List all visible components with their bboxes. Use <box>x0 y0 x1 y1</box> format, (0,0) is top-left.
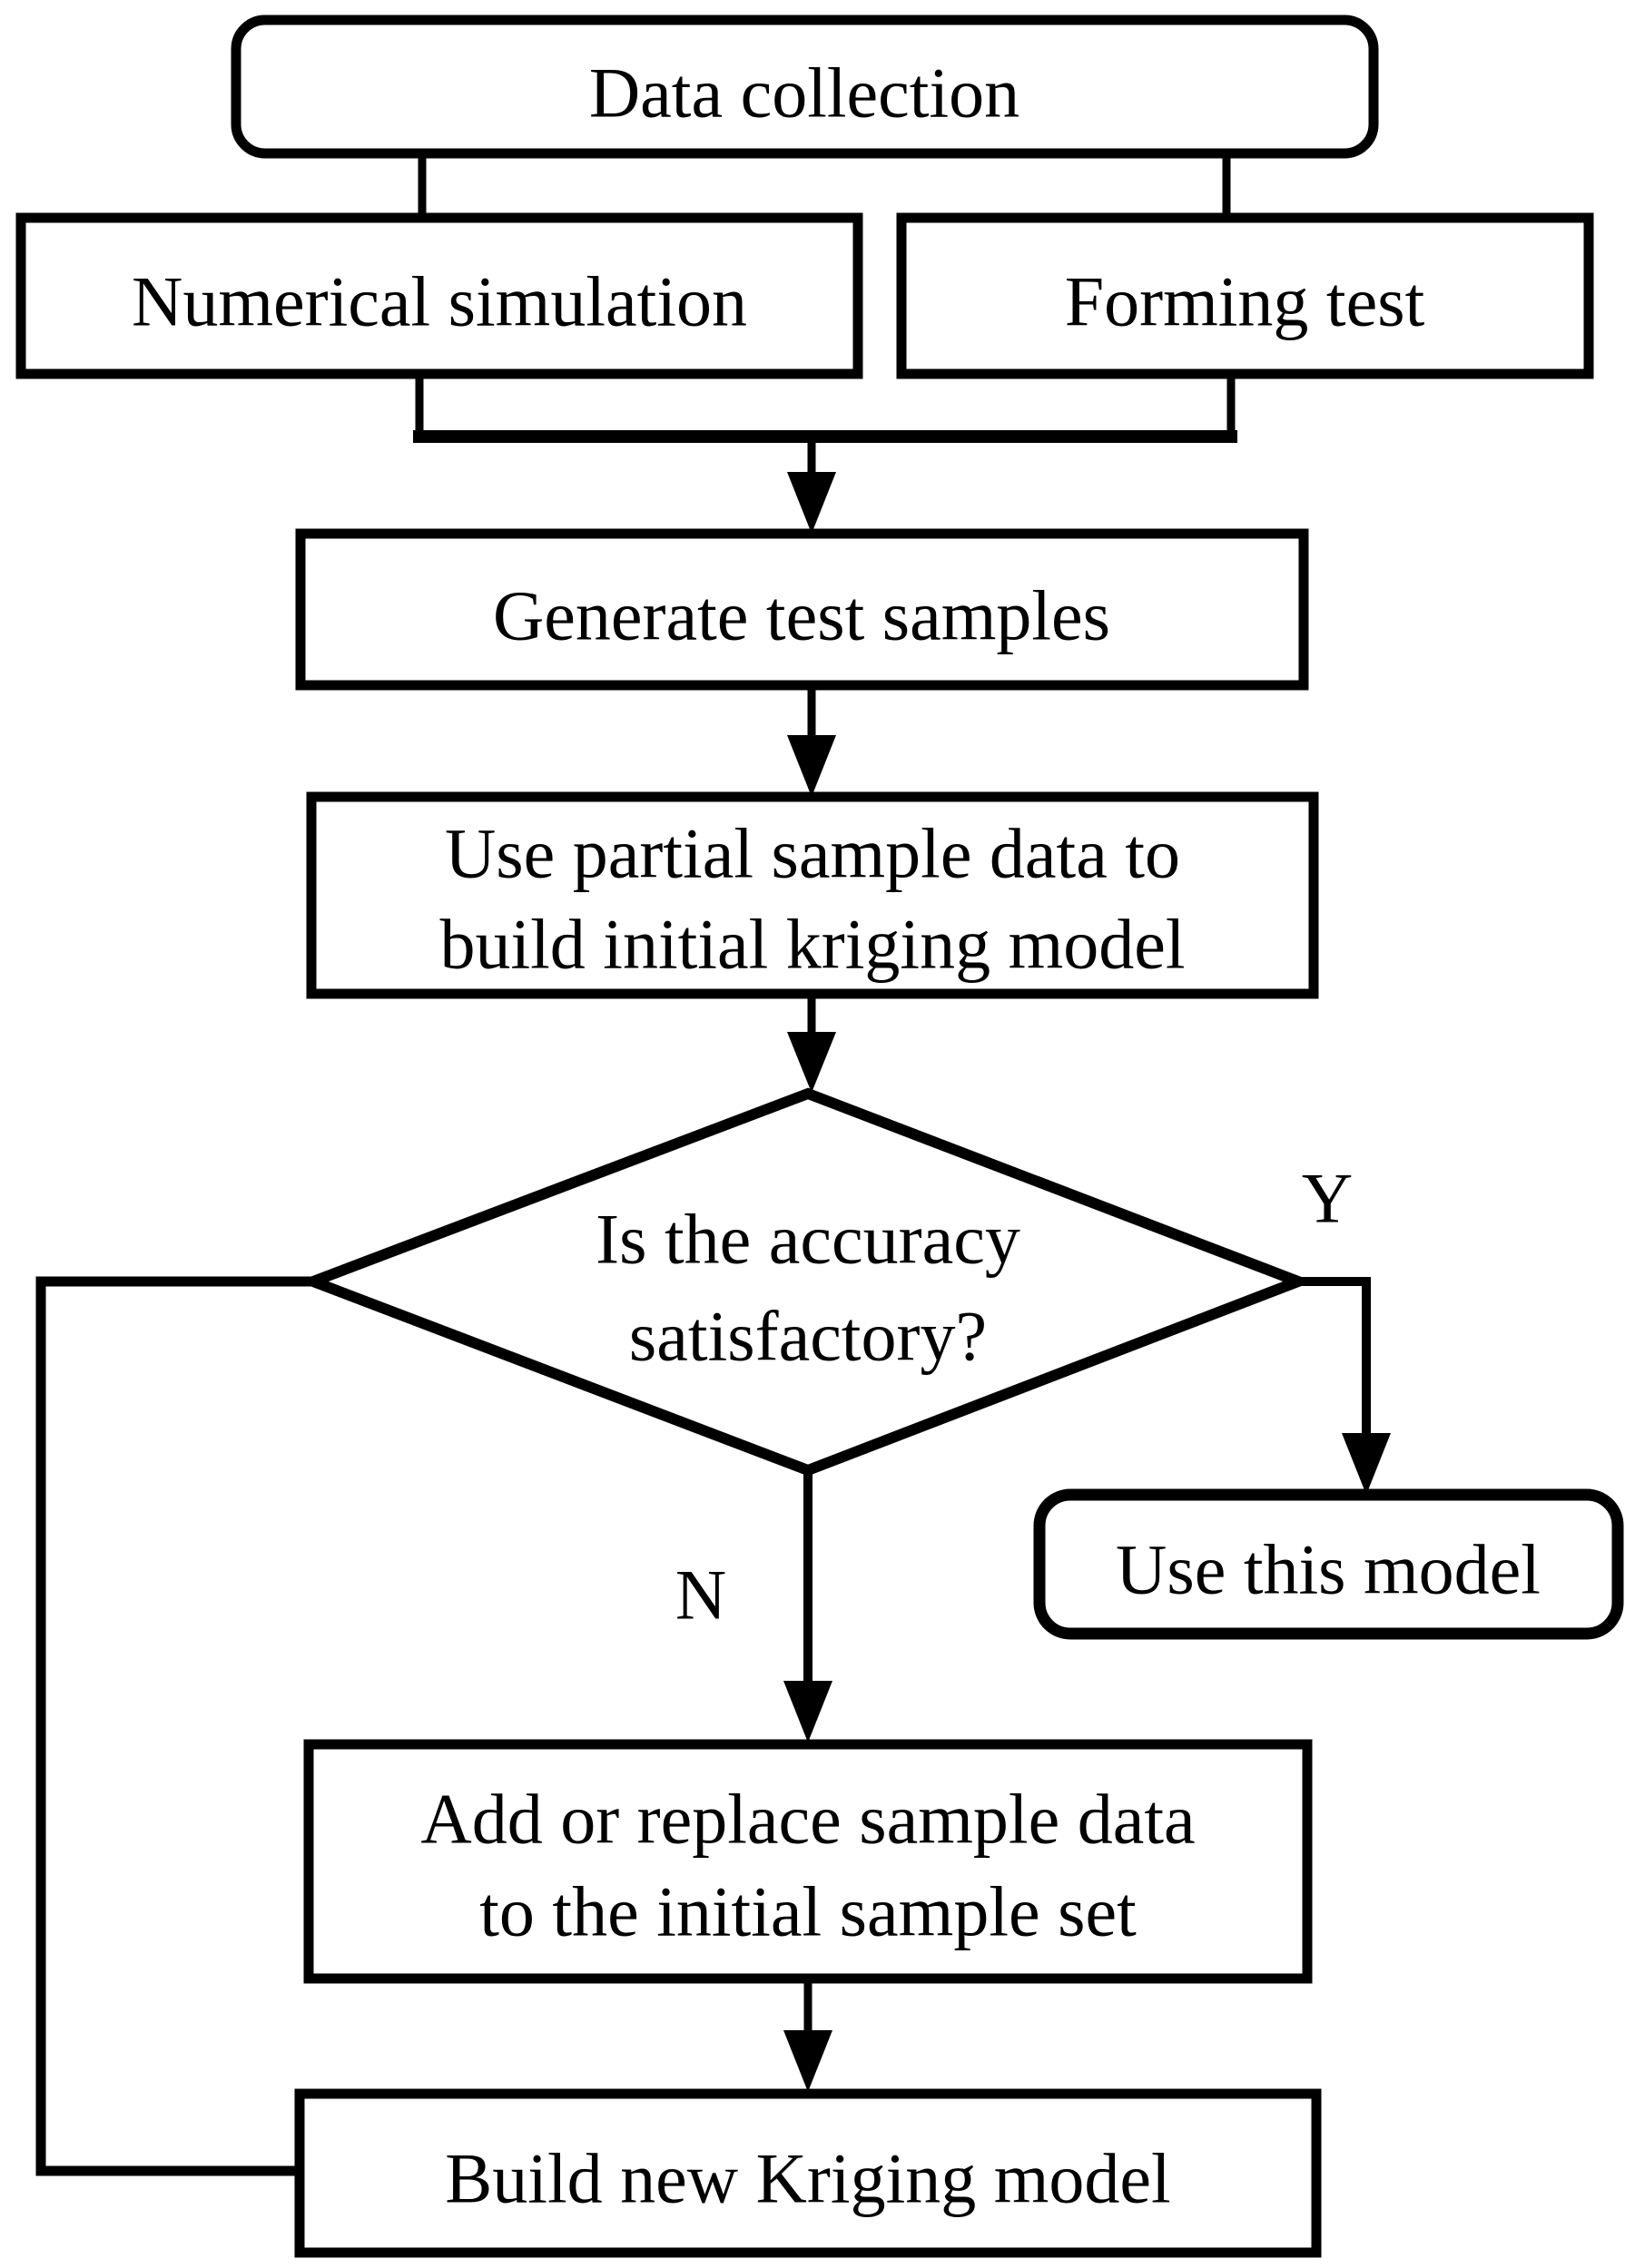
node-use-this-model: Use this model <box>1033 1488 1624 1640</box>
edge-addreplace-to-buildnew <box>783 1978 832 2092</box>
build-initial-model-box <box>306 791 1319 999</box>
numerical-simulation-label: Numerical simulation <box>132 262 747 341</box>
use-this-model-label: Use this model <box>1116 1530 1541 1609</box>
node-build-new-kriging: Build new Kriging model <box>294 2088 1322 2258</box>
arrowhead-down-icon <box>1342 1433 1391 1495</box>
node-accuracy-decision: Is the accuracy satisfactory? <box>298 1087 1314 1477</box>
edge-loop-buildnew-to-decision <box>35 1276 311 2176</box>
build-new-kriging-label: Build new Kriging model <box>445 2139 1170 2218</box>
arrowhead-down-icon <box>787 472 836 534</box>
use-this-model-box <box>1033 1488 1624 1640</box>
edge-buildinitial-to-decision <box>787 994 836 1093</box>
arrowhead-down-icon <box>783 2030 832 2092</box>
generate-test-samples-label: Generate test samples <box>493 576 1110 655</box>
arrowhead-down-icon <box>787 1032 836 1093</box>
numerical-simulation-box <box>15 212 863 379</box>
add-or-replace-box <box>303 1739 1313 1984</box>
node-numerical-simulation: Numerical simulation <box>15 212 863 379</box>
build-initial-model-label-line2: build initial kriging model <box>439 905 1185 984</box>
arrowhead-down-icon <box>787 735 836 797</box>
generate-test-samples-box <box>295 528 1309 691</box>
accuracy-decision-label-line2: satisfactory? <box>629 1297 987 1376</box>
data-collection-box <box>231 15 1379 159</box>
branch-label-no: N <box>675 1556 726 1635</box>
node-build-initial-model: Use partial sample data to build initial… <box>306 791 1319 999</box>
node-generate-test-samples: Generate test samples <box>295 528 1309 691</box>
build-initial-model-label-line1: Use partial sample data to <box>445 814 1180 893</box>
accuracy-decision-label-line1: Is the accuracy <box>596 1200 1020 1279</box>
edge-generate-to-buildinitial <box>787 685 836 797</box>
build-new-kriging-box <box>294 2088 1322 2258</box>
node-forming-test: Forming test <box>896 212 1594 379</box>
accuracy-decision-diamond <box>298 1087 1314 1477</box>
add-or-replace-label-line2: to the initial sample set <box>479 1872 1137 1951</box>
forming-test-label: Forming test <box>1065 262 1425 341</box>
data-collection-label: Data collection <box>589 54 1019 133</box>
forming-test-box <box>896 212 1594 379</box>
node-data-collection: Data collection <box>231 15 1379 159</box>
arrowhead-down-icon <box>783 1681 832 1743</box>
edge-line <box>1298 1277 1371 1436</box>
edge-decision-yes-to-usemodel <box>1298 1277 1391 1495</box>
node-add-or-replace: Add or replace sample data to the initia… <box>303 1739 1313 1984</box>
edge-decision-no-to-addreplace <box>783 1470 832 1743</box>
add-or-replace-label-line1: Add or replace sample data <box>420 1780 1195 1859</box>
edge-join-to-generate <box>787 437 836 534</box>
branch-label-yes: Y <box>1302 1159 1353 1238</box>
